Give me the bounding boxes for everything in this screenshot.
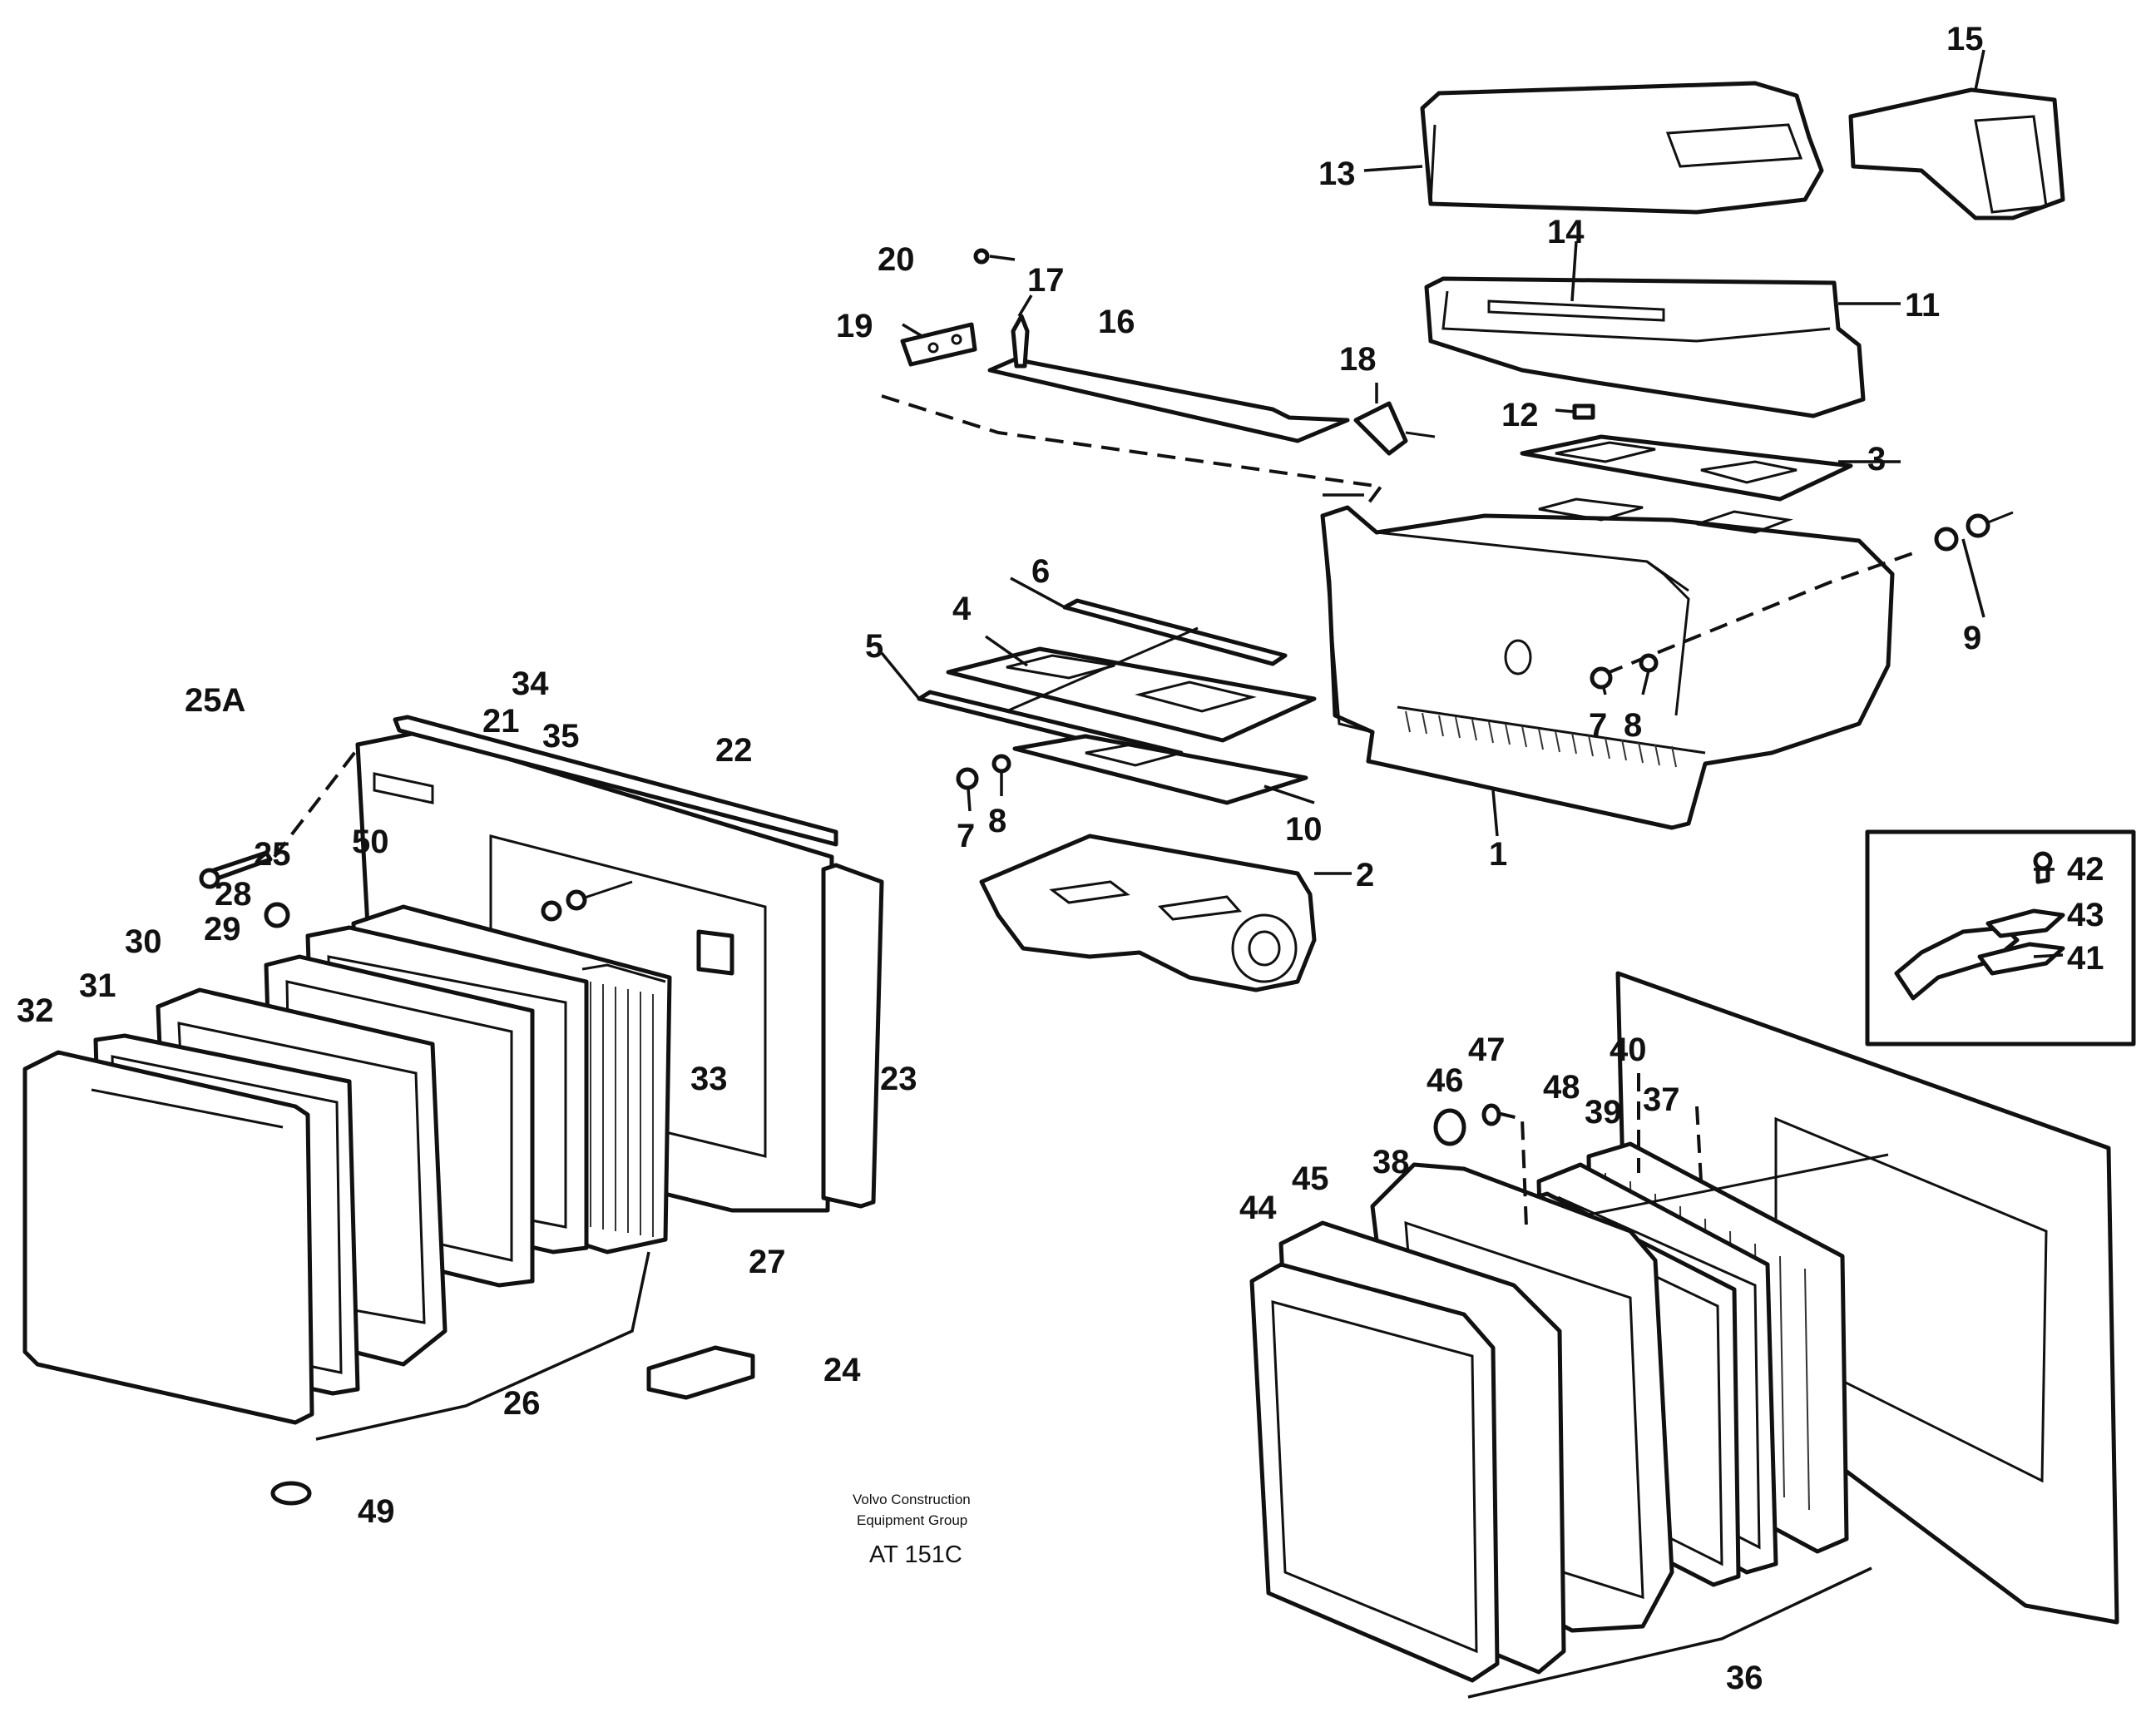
callout-31: 31: [79, 967, 116, 1004]
callout-22: 22: [715, 732, 753, 769]
callout-19: 19: [836, 308, 873, 344]
clip-12: [1572, 403, 1595, 420]
leader-lines: [880, 49, 2064, 958]
callout-33: 33: [690, 1061, 728, 1097]
callout-30: 30: [125, 923, 162, 960]
bracket-assembly: [900, 248, 1436, 456]
callout-18: 18: [1339, 341, 1377, 378]
callout-21: 21: [482, 703, 520, 740]
callout-38: 38: [1372, 1144, 1410, 1180]
callout-34: 34: [512, 666, 549, 702]
callout-12: 12: [1501, 397, 1539, 433]
callout-13: 13: [1318, 156, 1356, 192]
caption-line-2: Equipment Group: [857, 1512, 967, 1528]
callout-23: 23: [880, 1061, 917, 1097]
callout-4: 4: [952, 591, 972, 627]
callout-7-right: 7: [1589, 707, 1607, 744]
callout-26: 26: [503, 1385, 541, 1422]
caption-code: AT 151C: [869, 1541, 962, 1568]
callout-20: 20: [878, 241, 915, 278]
callout-8-left: 8: [988, 803, 1006, 839]
callout-27: 27: [749, 1244, 786, 1280]
callout-37: 37: [1643, 1081, 1680, 1118]
bolt-25A: [199, 850, 273, 889]
callout-39: 39: [1585, 1094, 1622, 1131]
duct-15: [1848, 87, 2065, 220]
nut-25: [264, 902, 290, 928]
grommet-49: [270, 1481, 312, 1506]
callout-41: 41: [2067, 940, 2104, 977]
callout-11: 11: [1905, 287, 1940, 324]
callout-35: 35: [542, 718, 580, 755]
callout-1: 1: [1489, 836, 1507, 873]
callout-14: 14: [1547, 214, 1585, 250]
callout-2: 2: [1356, 857, 1374, 893]
callout-43: 43: [2067, 897, 2104, 933]
callout-9: 9: [1963, 620, 1981, 656]
callout-7-left: 7: [957, 818, 975, 854]
assembly-line-47: [1496, 1111, 1528, 1228]
cover-11: [1424, 276, 1866, 418]
callout-28: 28: [215, 876, 252, 913]
callout-49: 49: [358, 1493, 395, 1530]
callout-46: 46: [1427, 1062, 1464, 1099]
assembly-line-25: [273, 747, 359, 859]
clamp-rod: [1588, 1153, 1889, 1216]
callout-29: 29: [204, 911, 241, 948]
gasket-44: [1249, 1262, 1500, 1683]
callout-15: 15: [1946, 21, 1984, 57]
nuts-9: [1934, 511, 2014, 552]
diagram-caption: Volvo Construction Equipment Group AT 15…: [853, 1492, 971, 1568]
bracket-26: [315, 1251, 650, 1441]
duct-13: [1420, 81, 1824, 215]
callout-42: 42: [2067, 851, 2104, 888]
callout-6: 6: [1031, 553, 1050, 590]
detail-box-41-43: [1865, 829, 2136, 1047]
callout-36: 36: [1726, 1660, 1763, 1696]
blower-fan-2: [979, 834, 1317, 992]
pad-24: [646, 1345, 755, 1400]
callout-16: 16: [1098, 304, 1135, 340]
bracket-36: [1467, 1566, 1872, 1699]
callout-17: 17: [1027, 262, 1065, 299]
knob-46-47: [1433, 1103, 1501, 1146]
seal-strip-22: [393, 715, 838, 847]
callout-32: 32: [17, 992, 54, 1029]
callout-5: 5: [865, 628, 883, 665]
nuts-34-35: [541, 880, 633, 922]
callout-40: 40: [1610, 1032, 1647, 1068]
callout-24: 24: [823, 1352, 861, 1388]
callout-25: 25: [254, 836, 291, 873]
callout-48: 48: [1543, 1069, 1580, 1106]
callout-47: 47: [1468, 1032, 1506, 1068]
assembly-line-40: [1637, 1073, 1703, 1182]
assembly-line-16: [881, 394, 1384, 511]
callout-labels: 1 2 3 4 5 6 7 8 9 10 11 12 13 14 15 16 1…: [17, 21, 2104, 1696]
callout-50: 50: [352, 824, 389, 860]
caption-line-1: Volvo Construction: [853, 1492, 971, 1507]
gasket-23: [821, 863, 884, 1209]
callout-10: 10: [1285, 811, 1323, 848]
heater-housing-1: [1320, 497, 1914, 830]
gasket-3: [1520, 434, 1853, 502]
callout-45: 45: [1292, 1160, 1329, 1197]
callout-25A: 25A: [185, 682, 245, 719]
callout-44: 44: [1239, 1190, 1277, 1226]
callout-3: 3: [1867, 441, 1886, 478]
cover-32: [22, 1050, 314, 1425]
plates-4-5-6-10: [917, 598, 1317, 805]
callout-8-right: 8: [1624, 707, 1642, 744]
